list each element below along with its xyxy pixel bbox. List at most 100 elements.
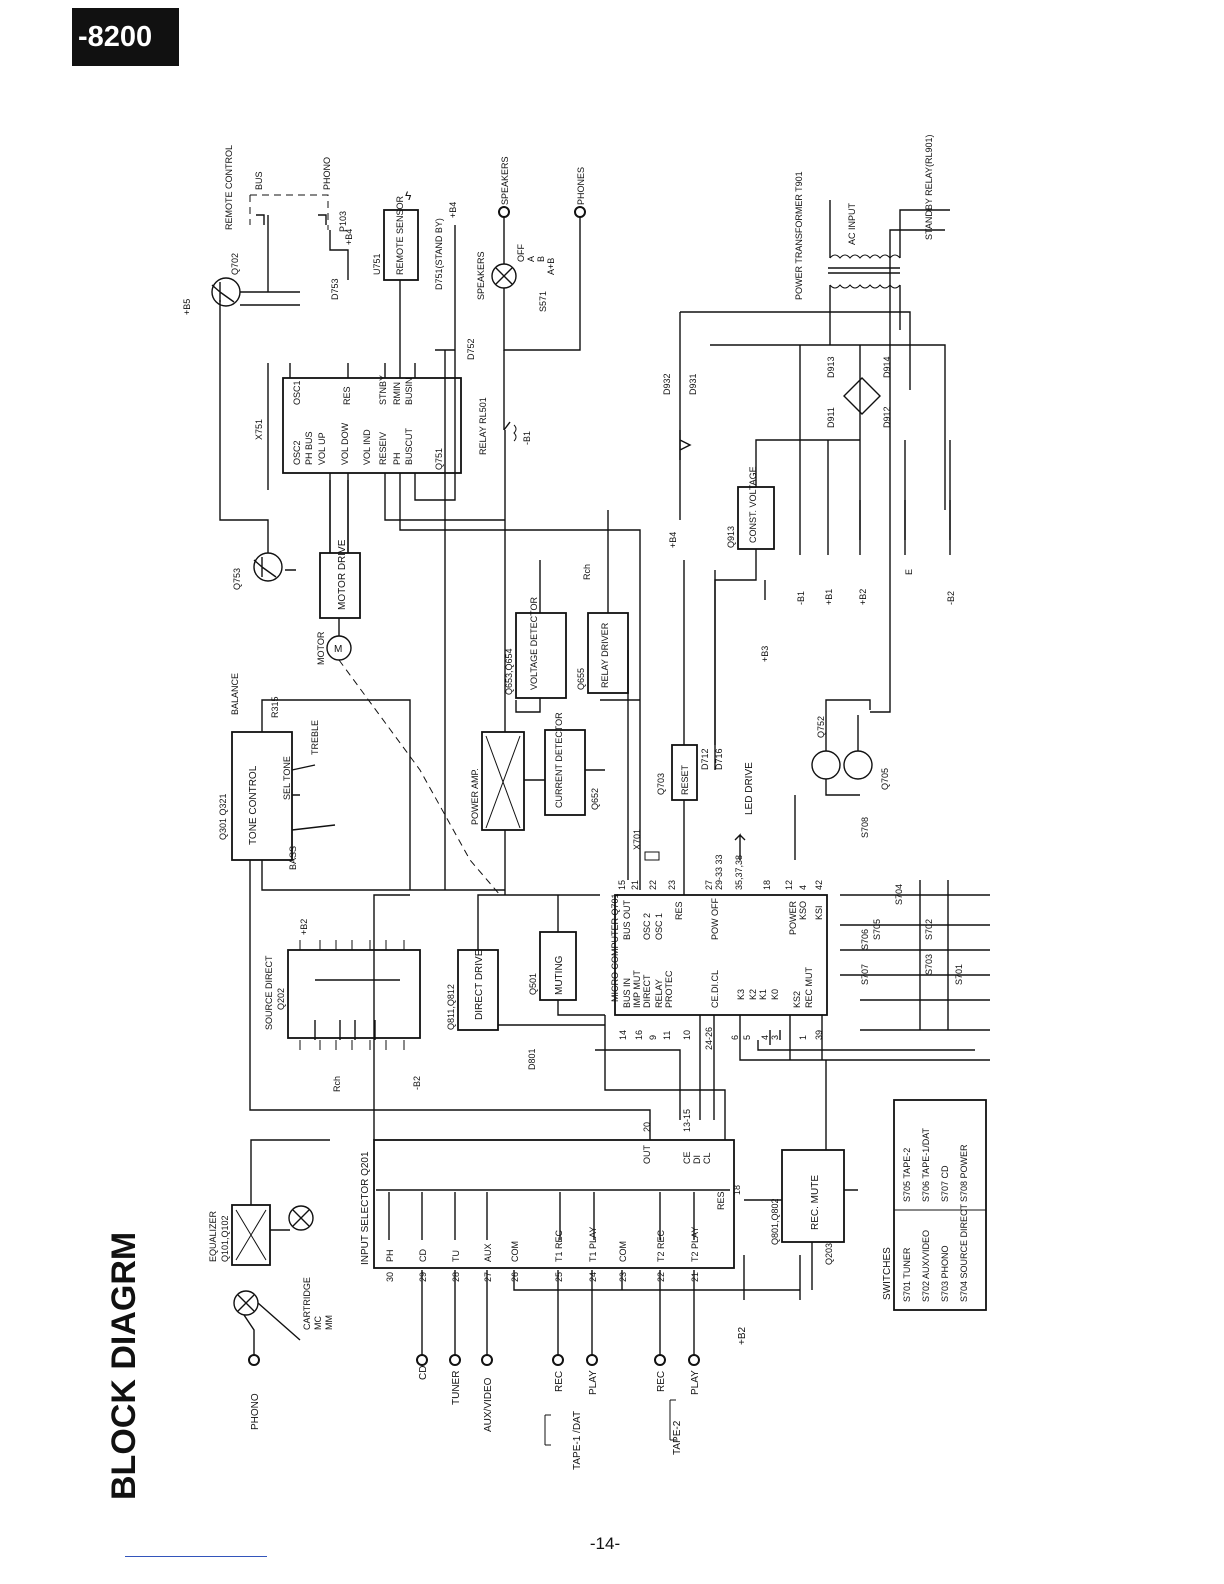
d751-label: D751(STAND BY) <box>434 218 444 290</box>
svg-text:STNBY: STNBY <box>378 375 388 405</box>
cartridge-mm: MM <box>324 1315 334 1330</box>
selector-pin-number: 28 <box>451 1272 461 1282</box>
svg-text:6: 6 <box>730 1035 740 1040</box>
rail-b2-label: +B2 <box>737 1326 748 1345</box>
input-jacks: PHONO CD TUNER AUX/VIDEO REC PLAY TAPE-1… <box>248 1354 701 1470</box>
equalizer-ref: Q101,Q102 <box>220 1215 230 1262</box>
svg-text:+B2: +B2 <box>299 919 309 935</box>
switch-table-entry: S708 POWER <box>959 1144 969 1202</box>
d931-label: D931 <box>688 373 698 395</box>
selector-out: OUT <box>642 1145 652 1165</box>
standby-drivers: Q752 Q705 <box>794 229 945 860</box>
d752-label: D752 <box>466 338 476 360</box>
q751-label: Q751 <box>434 448 444 470</box>
svg-text:BUS OUT: BUS OUT <box>622 899 632 940</box>
s571-label: S571 <box>538 291 548 312</box>
svg-text:15: 15 <box>617 880 627 890</box>
rail-label: +B1 <box>824 589 834 605</box>
svg-text:20: 20 <box>642 1122 652 1132</box>
svg-text:REC MUT: REC MUT <box>804 967 814 1008</box>
svg-text:K1: K1 <box>758 989 768 1000</box>
svg-text:29-33 33: 29-33 33 <box>714 854 724 890</box>
bus-label: BUS <box>254 171 264 190</box>
svg-text:RMIN: RMIN <box>392 382 402 405</box>
input-label-aux: AUX/VIDEO <box>483 1377 494 1432</box>
ac-input-label: AC INPUT <box>847 202 857 245</box>
svg-text:4: 4 <box>798 885 808 890</box>
tone-control-ref: Q301 Q321 <box>218 793 228 840</box>
remote-sensor-ref: U751 <box>372 253 382 275</box>
selector-pin-label: CD <box>418 1249 428 1262</box>
input-label-tape1: TAPE-1 /DAT <box>572 1411 583 1470</box>
selector-pin-label: COM <box>510 1241 520 1262</box>
muting-ref: Q501 <box>528 973 538 995</box>
svg-text:CE.DI.CL: CE.DI.CL <box>710 970 720 1008</box>
current-detector-label: CURRENT DETECTOR <box>554 712 564 808</box>
p103-label: P103 <box>338 211 348 232</box>
selector-pin-label: AUX <box>483 1243 493 1262</box>
input-label-phono: PHONO <box>250 1393 261 1430</box>
svg-text:-B2: -B2 <box>412 1076 422 1090</box>
balance-label: BALANCE <box>230 673 240 715</box>
page-title: BLOCK DIAGRM <box>105 1232 143 1500</box>
cartridge-label: CARTRIDGE <box>302 1277 312 1330</box>
svg-text:K3: K3 <box>736 989 746 1000</box>
svg-text:1: 1 <box>798 1035 808 1040</box>
switch-label: S704 <box>894 884 904 905</box>
svg-text:M: M <box>334 644 342 655</box>
spk-b: B <box>536 256 546 262</box>
svg-text:VOL DOW: VOL DOW <box>340 422 350 465</box>
footer-rule <box>125 1556 267 1557</box>
svg-text:IMP MUT: IMP MUT <box>632 970 642 1008</box>
direct-drive-label: DIRECT DRIVE <box>474 949 485 1020</box>
q751-block: Q751 OSC2 PH BUS VOL UP VOL DOW VOL IND … <box>254 350 641 890</box>
phono-bus-label: PHONO <box>322 157 332 190</box>
selector-pin-number: 23 <box>618 1272 628 1282</box>
standby-relay-label: STANDBY RELAY(RL901) <box>924 134 934 240</box>
rail-label: +B2 <box>858 589 868 605</box>
input-label-cd: CD <box>418 1366 429 1380</box>
svg-text:CL: CL <box>702 1152 712 1164</box>
q801-label: Q801,Q802 <box>770 1198 780 1245</box>
power-amp-block: POWER AMP. CURRENT DETECTOR Q652 VOLTAGE… <box>470 430 629 880</box>
switch-label: S708 <box>860 817 870 838</box>
input-selector-label: INPUT SELECTOR Q201 <box>360 1151 371 1265</box>
svg-text:35,37,38: 35,37,38 <box>734 855 744 890</box>
svg-text:RES: RES <box>674 901 684 920</box>
direct-drive-block: DIRECT DRIVE Q811,Q812 D801 <box>446 894 605 1070</box>
direct-drive-ref: Q811,Q812 <box>446 984 456 1030</box>
bass-label: BASS <box>288 846 298 870</box>
model-badge: -8200 <box>72 8 179 66</box>
selector-pin-number: 27 <box>483 1272 493 1282</box>
svg-text:RELAY: RELAY <box>654 979 664 1008</box>
power-supply-group: POWER TRANSFORMER T901 AC INPUT STANDBY … <box>662 134 956 770</box>
selector-pin-number: 30 <box>385 1272 395 1282</box>
svg-text:POW OFF: POW OFF <box>710 898 720 940</box>
svg-text:CE: CE <box>682 1151 692 1164</box>
svg-text:KSI: KSI <box>814 905 824 920</box>
svg-text:4: 4 <box>760 1035 770 1040</box>
d914-label: D914 <box>882 356 892 378</box>
remote-sensor-label: REMOTE SENSOR <box>395 195 405 275</box>
svg-text:D801: D801 <box>527 1048 537 1070</box>
selector-pin-label: T2 PLAY <box>690 1227 700 1262</box>
rec-mute-block: REC. MUTE Q203 Q801,Q802 +B2 <box>737 1060 858 1345</box>
q752-label: Q752 <box>816 716 826 738</box>
const-voltage-ref: Q913 <box>726 526 736 548</box>
x751-label: X751 <box>254 419 264 440</box>
reset-label: RESET <box>680 764 690 795</box>
spk-ab: A+B <box>546 258 556 275</box>
tone-control-label: TONE CONTROL <box>248 765 259 845</box>
selector-pin-number: 24 <box>588 1272 598 1282</box>
motor-block: MOTOR DRIVE M MOTOR <box>316 480 501 896</box>
rch-label: Rch <box>332 1076 342 1092</box>
svg-text:Rch: Rch <box>582 564 592 580</box>
x701-label: X701 <box>632 829 642 850</box>
svg-text:PROTEC: PROTEC <box>664 970 674 1008</box>
selector-pin-number: 26 <box>510 1272 520 1282</box>
switch-table-entry: S702 AUX/VIDEO <box>921 1230 931 1302</box>
svg-text:13-15: 13-15 <box>682 1109 692 1132</box>
